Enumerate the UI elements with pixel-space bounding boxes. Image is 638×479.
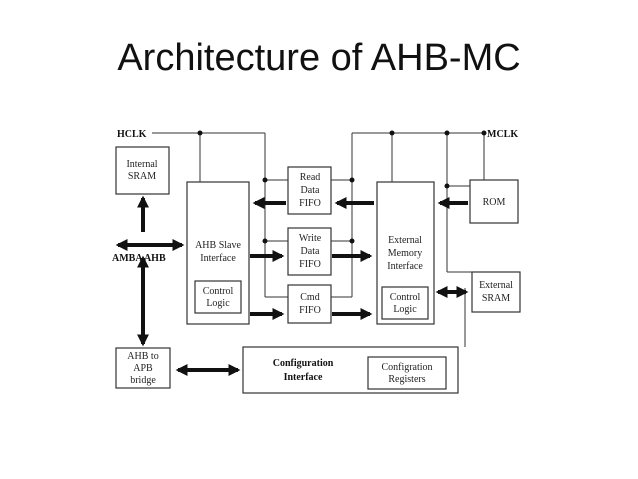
ahb-slave-label-2: Interface xyxy=(200,253,236,264)
ext-sram-label-2: SRAM xyxy=(482,293,510,304)
ext-mem-label-3: Interface xyxy=(387,261,423,272)
cmd-fifo-label-2: FIFO xyxy=(299,305,321,316)
write-fifo-label-3: FIFO xyxy=(299,259,321,270)
amba-ahb-label: AMBA AHB xyxy=(112,253,166,264)
internal-sram-block xyxy=(115,146,170,195)
internal-sram-label-2: SRAM xyxy=(128,171,156,182)
config-if-label-2: Interface xyxy=(284,372,323,383)
read-fifo-label-2: Data xyxy=(301,185,320,196)
write-fifo-label-1: Write xyxy=(299,233,322,244)
bridge-label-3: bridge xyxy=(130,375,156,386)
ahb-apb-bridge-block xyxy=(115,347,171,389)
hclk-line xyxy=(152,130,288,298)
read-fifo-label-3: FIFO xyxy=(299,198,321,209)
config-regs-label-1: Configration xyxy=(381,362,432,373)
bridge-label-2: APB xyxy=(133,363,153,374)
write-data-fifo-block xyxy=(287,227,332,276)
rom-label: ROM xyxy=(483,197,506,208)
ext-sram-label-1: External xyxy=(479,280,513,291)
mem-control-label-1: Control xyxy=(390,292,421,303)
slave-control-label-1: Control xyxy=(203,286,234,297)
config-regs-label-2: Registers xyxy=(388,374,425,385)
mclk-label: MCLK xyxy=(487,129,518,140)
write-fifo-label-2: Data xyxy=(301,246,320,257)
rom-block xyxy=(469,179,519,224)
read-data-fifo-block xyxy=(287,166,332,215)
cmd-fifo-label-1: Cmd xyxy=(300,292,319,303)
junction-dot xyxy=(197,130,203,136)
slave-control-logic-block xyxy=(194,280,242,314)
slave-control-label-2: Logic xyxy=(206,298,230,309)
mem-control-label-2: Logic xyxy=(393,304,417,315)
cmd-fifo-block xyxy=(287,284,332,324)
internal-sram-label-1: Internal xyxy=(126,159,157,170)
external-sram-block xyxy=(471,271,521,313)
ahb-slave-label-1: AHB Slave xyxy=(195,240,241,251)
mem-control-logic-block xyxy=(381,286,429,320)
ext-mem-label-1: External xyxy=(388,235,422,246)
ext-mem-label-2: Memory xyxy=(388,248,422,259)
read-fifo-label-1: Read xyxy=(300,172,321,183)
bridge-label-1: AHB to xyxy=(127,351,158,362)
config-if-label-1: Configuration xyxy=(273,358,334,369)
configuration-registers-block xyxy=(367,356,447,390)
hclk-label: HCLK xyxy=(117,129,147,140)
slide-title: Architecture of AHB-MC xyxy=(117,37,521,79)
